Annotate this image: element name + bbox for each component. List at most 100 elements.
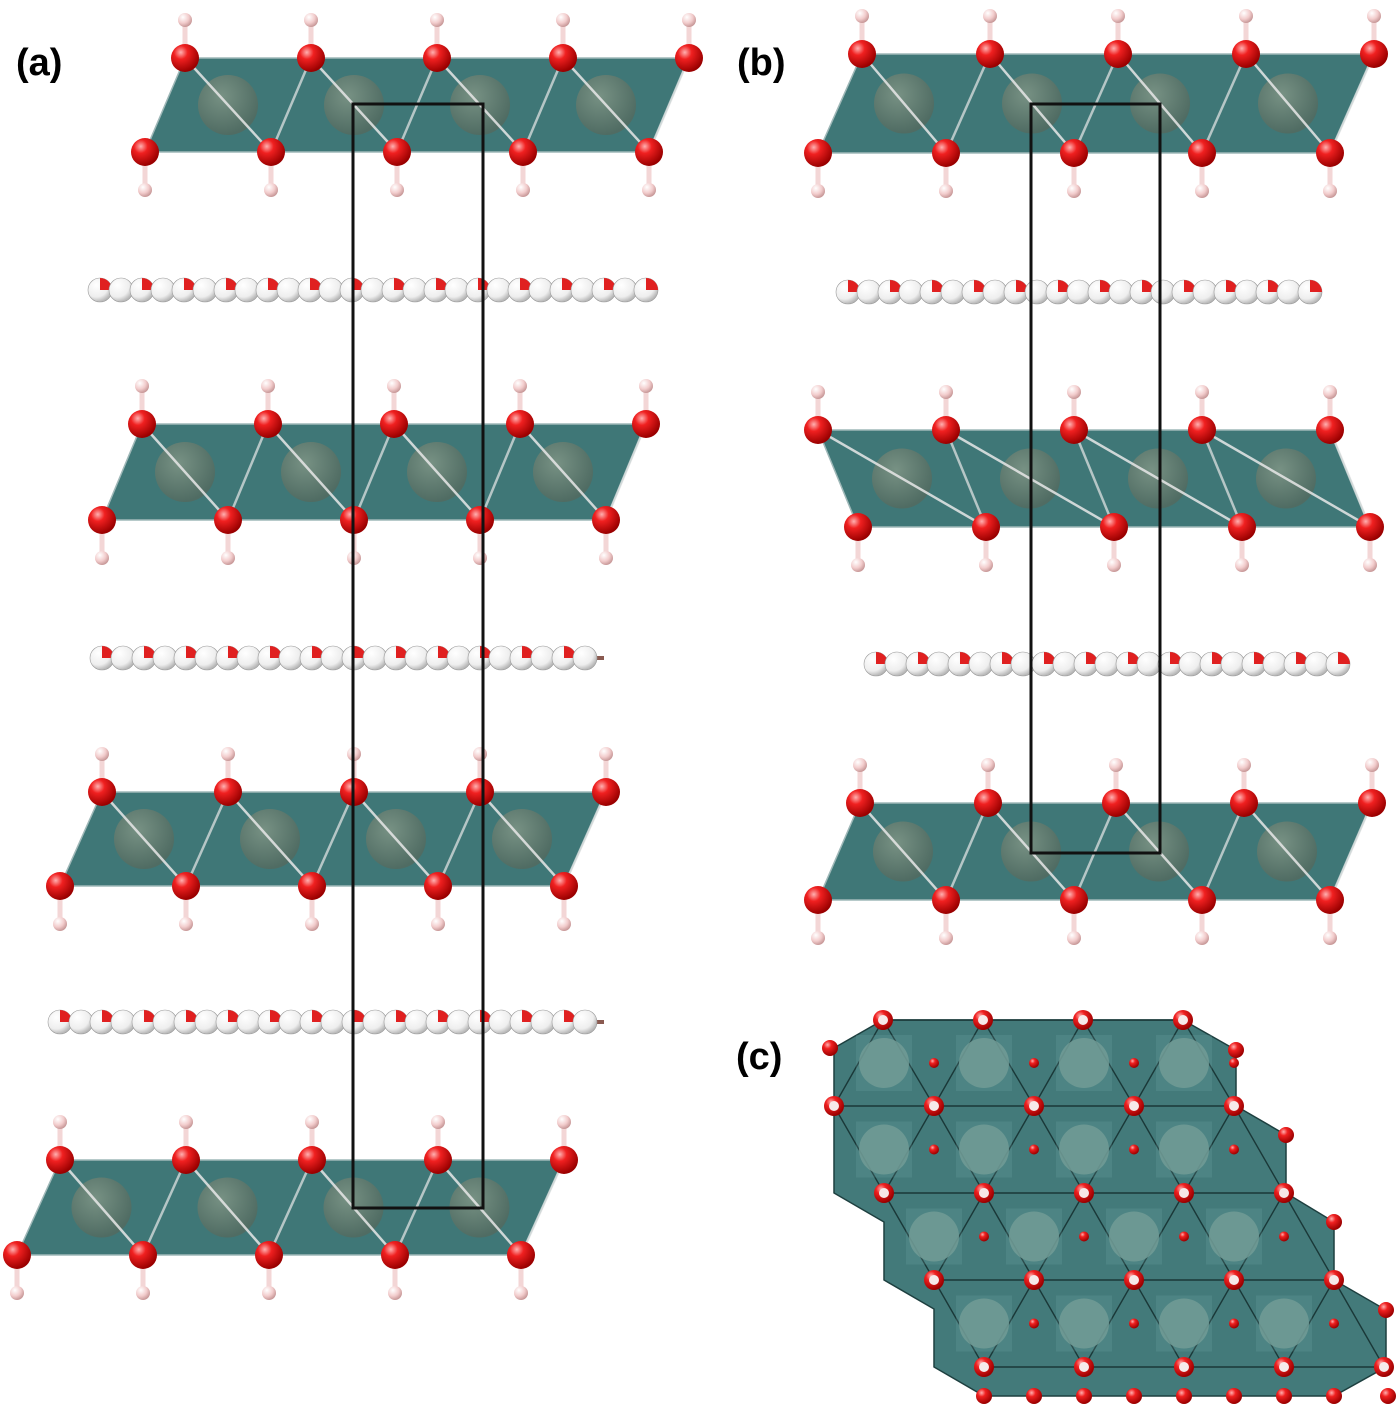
oxygen-atom xyxy=(1060,416,1088,444)
interlayer-atom xyxy=(320,1009,346,1035)
metal-atom xyxy=(1059,1038,1109,1088)
interlayer-atom xyxy=(982,279,1008,305)
bond-line xyxy=(944,429,988,528)
interlayer-atom xyxy=(1220,651,1246,677)
hydrogen-atom xyxy=(305,917,319,931)
interlayer-atom xyxy=(362,1009,388,1035)
hydrogen-atom xyxy=(262,1286,276,1300)
panel-label-c: (c) xyxy=(736,1036,783,1078)
hydrogen-atom xyxy=(136,1286,150,1300)
hydrogen-atom xyxy=(304,13,318,27)
oxygen-atom xyxy=(974,789,1002,817)
hydrogen-atom xyxy=(599,747,613,761)
interlayer-atom xyxy=(194,1009,220,1035)
lattice-edge xyxy=(1233,1105,1285,1194)
interlayer-oxygen-part xyxy=(268,278,280,290)
interlayer-atom xyxy=(320,645,346,671)
interlayer-oxygen-part xyxy=(184,278,196,290)
oxygen-atom xyxy=(675,44,703,72)
interlayer-atom xyxy=(884,651,910,677)
metal-atom xyxy=(1159,1124,1209,1175)
oxygen-atom xyxy=(592,778,620,806)
interlayer-atom xyxy=(152,645,178,671)
interlayer-oxygen-part xyxy=(1296,652,1308,664)
hydrogen-atom xyxy=(983,9,997,23)
interlayer-atom xyxy=(108,277,134,303)
octahedron-face xyxy=(906,1208,962,1265)
hydrogen-atom xyxy=(1323,184,1337,198)
oxygen-atom xyxy=(804,416,832,444)
bond-line xyxy=(1243,802,1331,901)
metal-atom xyxy=(1059,1298,1109,1349)
hydrogen-atom xyxy=(430,13,444,27)
hydrogen-atom xyxy=(514,1286,528,1300)
interlayer-oxygen-part xyxy=(564,1010,576,1022)
interlayer-atom xyxy=(1024,279,1050,305)
hydrogen-atom xyxy=(1178,1015,1188,1025)
hydrogen-atom xyxy=(1067,931,1081,945)
interlayer-oxygen-part xyxy=(960,652,972,664)
hydrogen-atom xyxy=(556,13,570,27)
oxygen-atom xyxy=(1316,886,1344,914)
interlayer-atom xyxy=(570,277,596,303)
hydrogen-atom xyxy=(473,747,487,761)
bond-line xyxy=(227,791,313,887)
bond-line xyxy=(479,791,565,887)
interlayer-atom xyxy=(1304,651,1330,677)
hydrogen-atom xyxy=(1363,558,1377,572)
bond-line xyxy=(267,423,355,521)
oxygen-atom xyxy=(550,872,578,900)
hydrogen-atom xyxy=(1329,1275,1339,1285)
bond-line xyxy=(944,802,990,901)
oxygen-atom xyxy=(846,789,874,817)
bond-line xyxy=(1245,53,1331,154)
bond-line xyxy=(859,802,947,901)
metal-atom xyxy=(1259,1298,1309,1349)
oxygen-atom-lower xyxy=(822,1040,838,1056)
oxygen-atom xyxy=(129,1241,157,1269)
metal-atom xyxy=(859,1038,909,1088)
oxygen-atom-lower xyxy=(1378,1302,1394,1318)
hydrogen-atom xyxy=(1107,558,1121,572)
bond-line xyxy=(1328,802,1374,901)
unit-cell-outlines xyxy=(351,102,1162,1210)
hydrogen-atom xyxy=(516,183,530,197)
bond-line xyxy=(521,57,565,153)
interlayer-atom xyxy=(236,1009,262,1035)
hydrogen-atom xyxy=(53,917,67,931)
metal-atom xyxy=(1159,1038,1209,1088)
interlayer-atom xyxy=(968,651,994,677)
hydrogen-atom xyxy=(221,747,235,761)
interlayer-oxygen-part xyxy=(1142,280,1154,292)
hydrogen-atom xyxy=(1323,385,1337,399)
hydrogen-atom xyxy=(261,379,275,393)
oxygen-atom xyxy=(257,138,285,166)
lattice-edge xyxy=(933,1019,984,1107)
interlayer-oxygen-part xyxy=(100,278,112,290)
interlayer-oxygen-part xyxy=(522,1010,534,1022)
oxygen-atom xyxy=(380,410,408,438)
interlayer-oxygen-part xyxy=(60,1010,72,1022)
bond-line xyxy=(944,53,992,154)
interlayer-oxygen-part xyxy=(932,280,944,292)
interlayer-atom xyxy=(444,277,470,303)
oxygen-atom-lower xyxy=(1326,1214,1342,1230)
interlayer-row xyxy=(89,645,604,671)
bond-line xyxy=(185,1159,270,1256)
oxygen-atom xyxy=(932,416,960,444)
lattice-edge xyxy=(1283,1192,1335,1281)
oxygen-atom xyxy=(171,44,199,72)
interlayer-atom xyxy=(1262,651,1288,677)
interlayer-oxygen-part xyxy=(354,646,366,658)
oxygen-atom xyxy=(466,506,494,534)
bond-line xyxy=(184,791,230,887)
interlayer-atom xyxy=(236,645,262,671)
oxygen-atom xyxy=(932,139,960,167)
hydrogen-atom xyxy=(264,183,278,197)
hydrogen-atom xyxy=(939,184,953,198)
oxygen-atom xyxy=(1188,886,1216,914)
oxygen-atom xyxy=(1100,513,1128,541)
interlayer-oxygen-part xyxy=(1212,652,1224,664)
oxygen-atom xyxy=(1188,139,1216,167)
bond-line xyxy=(1073,428,1243,529)
